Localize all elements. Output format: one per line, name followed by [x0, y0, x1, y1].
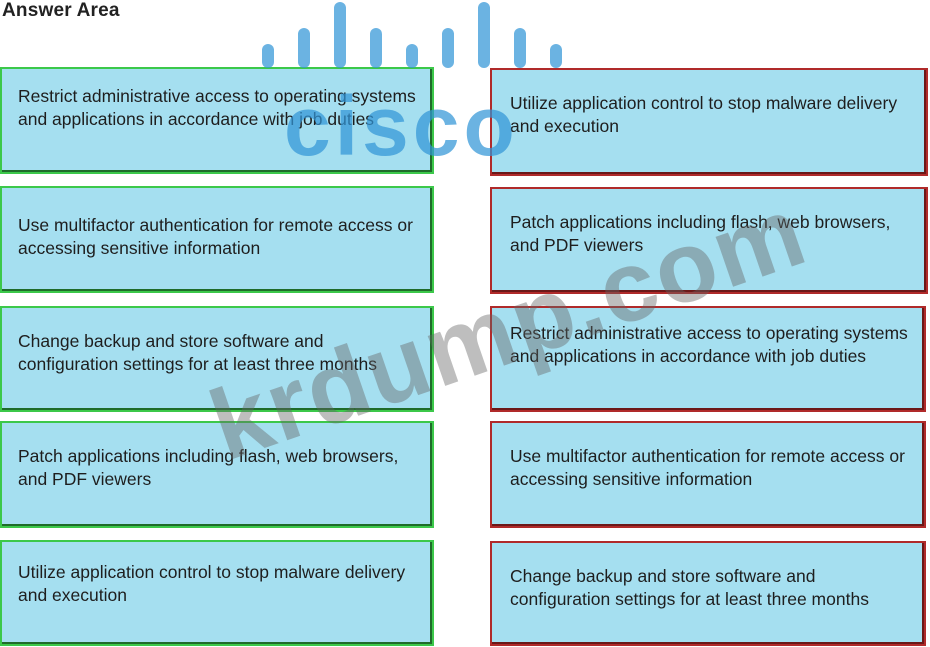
right-item-change-backup[interactable]: Change backup and store software and con… — [490, 541, 926, 646]
right-item-label: Restrict administrative access to operat… — [510, 323, 908, 366]
left-item-application-control[interactable]: Utilize application control to stop malw… — [0, 540, 434, 646]
right-item-label: Change backup and store software and con… — [510, 566, 869, 609]
right-item-label: Utilize application control to stop malw… — [510, 93, 898, 136]
answer-area-title: Answer Area — [2, 0, 120, 21]
right-item-application-control[interactable]: Utilize application control to stop malw… — [490, 68, 928, 176]
left-item-restrict-admin-access[interactable]: Restrict administrative access to operat… — [0, 67, 434, 174]
cisco-watermark: cisco — [284, 79, 519, 173]
left-item-label: Use multifactor authentication for remot… — [18, 215, 413, 258]
left-item-label: Utilize application control to stop malw… — [18, 562, 406, 605]
left-item-multifactor-auth[interactable]: Use multifactor authentication for remot… — [0, 186, 434, 293]
right-item-label: Patch applications including flash, web … — [510, 212, 891, 255]
left-item-patch-applications[interactable]: Patch applications including flash, web … — [0, 421, 434, 528]
left-item-label: Patch applications including flash, web … — [18, 446, 399, 489]
left-item-change-backup[interactable]: Change backup and store software and con… — [0, 306, 434, 412]
left-item-label: Restrict administrative access to operat… — [18, 86, 416, 129]
left-item-label: Change backup and store software and con… — [18, 331, 377, 374]
right-item-multifactor-auth[interactable]: Use multifactor authentication for remot… — [490, 421, 926, 528]
right-item-patch-applications[interactable]: Patch applications including flash, web … — [490, 187, 928, 294]
right-item-restrict-admin-access[interactable]: Restrict administrative access to operat… — [490, 306, 926, 412]
right-item-label: Use multifactor authentication for remot… — [510, 446, 905, 489]
